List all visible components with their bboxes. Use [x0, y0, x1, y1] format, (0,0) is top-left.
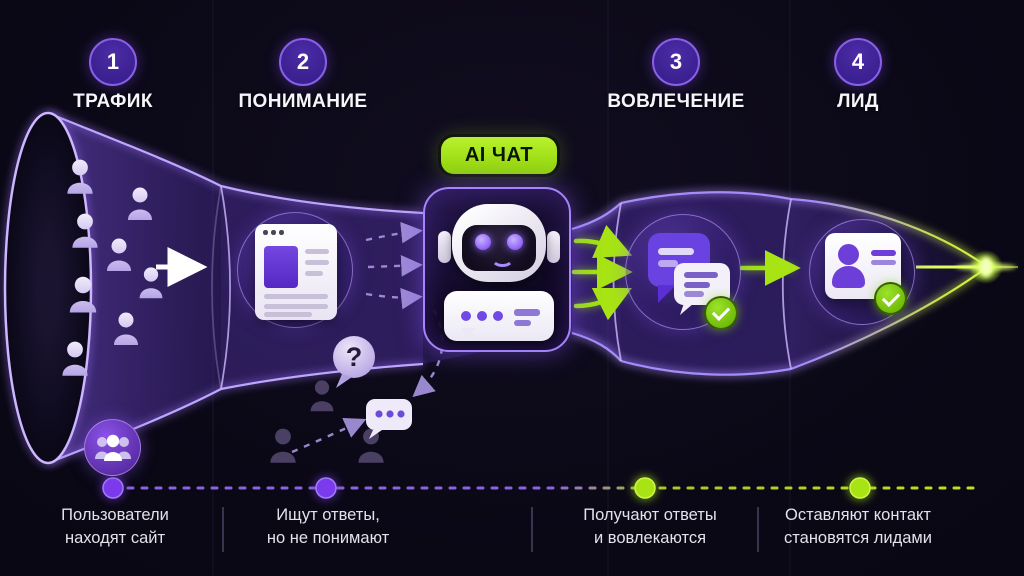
timeline-dot-4: [849, 477, 871, 499]
browser-line-5: [264, 304, 328, 309]
chat-line-2: [514, 320, 531, 326]
step-badge-1: 1: [89, 38, 137, 86]
caption-divider-1: [222, 507, 224, 552]
caption-traffic-line2: находят сайт: [64, 529, 166, 548]
caption-lead: Оставляют контакт становятся лидами: [758, 504, 958, 551]
users-group-badge: [84, 419, 141, 476]
browser-line-6: [264, 312, 312, 317]
timeline-dot-2: [315, 477, 337, 499]
ai-chatbot-card: [423, 187, 571, 352]
lead-stage-circle: [809, 219, 915, 325]
contact-avatar-head: [838, 244, 859, 265]
lead-beam: [916, 250, 1018, 284]
caption-understanding-line1: Ищут ответы,: [276, 506, 380, 524]
timeline: [100, 475, 982, 501]
stage-label-engagement: ВОВЛЕЧЕНИЕ: [607, 91, 745, 112]
caption-engagement: Получают ответы и вовлекаются: [550, 504, 750, 551]
caption-understanding: Ищут ответы, но не понимают: [228, 504, 428, 551]
ai-chat-label: AI ЧАТ: [464, 144, 534, 166]
dashed-question-arrows: [291, 221, 444, 454]
green-arrows: [571, 224, 801, 321]
traffic-users-icons: [62, 159, 163, 376]
caption-traffic-line1: Пользователи: [61, 506, 169, 524]
website-stage-circle: [237, 212, 353, 328]
stage-label-traffic: ТРАФИК: [73, 91, 153, 112]
timeline-dot-1: [102, 477, 124, 499]
caption-engagement-line1: Получают ответы: [583, 506, 717, 524]
stage-label-understanding: ПОНИМАНИЕ: [238, 91, 368, 112]
browser-dot-2: [271, 230, 276, 235]
chat-dot-3: [493, 311, 503, 321]
step-number-3: 3: [669, 49, 683, 74]
contact-line-2: [871, 260, 896, 265]
step-badge-4: 4: [834, 38, 882, 86]
step-badge-2: 2: [279, 38, 327, 86]
browser-line-1: [305, 249, 329, 254]
caption-engagement-line2: и вовлекаются: [593, 529, 707, 548]
question-bubble-icon: ?: [333, 336, 375, 388]
browser-line-2: [305, 260, 329, 265]
stage-label-lead: ЛИД: [837, 91, 879, 112]
timeline-dot-3: [634, 477, 656, 499]
browser-window-icon: [255, 224, 337, 320]
ai-chat-pill: AI ЧАТ: [441, 137, 557, 174]
caption-lead-line2: становятся лидами: [784, 529, 932, 548]
funnel-edges-right: [571, 191, 987, 376]
caption-understanding-line2: но не понимают: [266, 529, 390, 548]
contact-card-icon: [825, 233, 901, 299]
robot-ear-left-icon: [438, 231, 451, 263]
funnel-edges-left: [47, 111, 424, 465]
browser-dot-3: [279, 230, 284, 235]
engagement-stage-circle: [625, 214, 741, 330]
chat-bubbles-icon: [648, 233, 730, 315]
chat-message-bubble-icon: [444, 291, 554, 341]
caption-divider-2: [531, 507, 533, 552]
step-number-4: 4: [851, 49, 865, 74]
contact-line-1: [871, 250, 896, 256]
step-badge-3: 3: [652, 38, 700, 86]
browser-line-3: [305, 271, 323, 276]
users-group-icon: [94, 434, 131, 461]
chat-line-1: [514, 309, 540, 316]
typing-bubble-icon: [366, 399, 412, 439]
robot-eye-right-icon: [507, 234, 523, 250]
question-mark: ?: [346, 342, 363, 372]
step-number-2: 2: [296, 49, 310, 74]
caption-lead-line1: Оставляют контакт: [785, 506, 931, 524]
robot-face: [462, 225, 536, 271]
browser-dot-1: [263, 230, 268, 235]
lead-check-icon: [874, 282, 907, 315]
chat-dot-2: [477, 311, 487, 321]
chat-dot-1: [461, 311, 471, 321]
browser-line-4: [264, 294, 328, 299]
robot-smile-icon: [491, 250, 514, 267]
contact-avatar-body: [832, 266, 865, 288]
caption-traffic: Пользователи находят сайт: [15, 504, 215, 551]
step-number-1: 1: [106, 49, 120, 74]
robot-ear-right-icon: [547, 231, 560, 263]
browser-hero-block: [264, 246, 298, 288]
engagement-check-icon: [704, 296, 738, 330]
caption-divider-3: [757, 507, 759, 552]
robot-eye-left-icon: [475, 234, 491, 250]
